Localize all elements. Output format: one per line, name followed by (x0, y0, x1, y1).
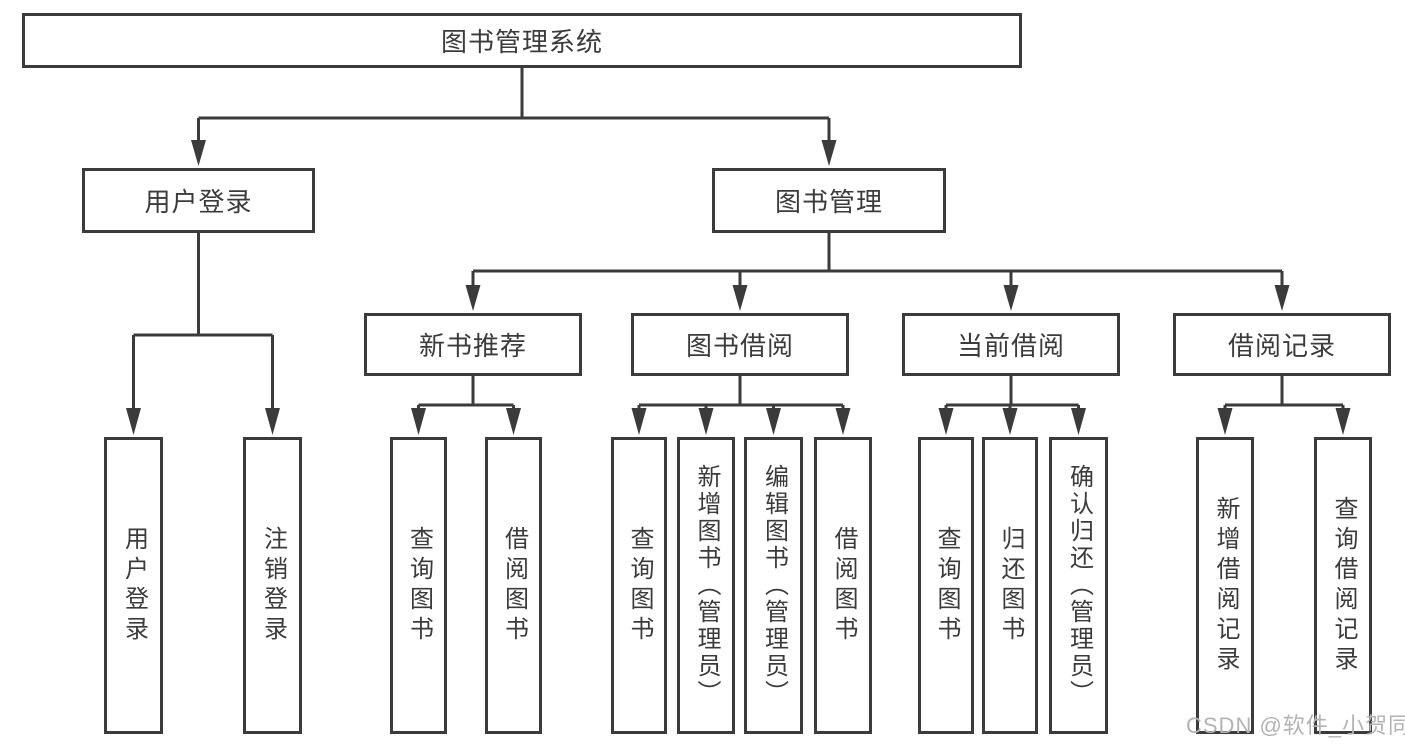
connector-current-borrow-to-leaves (938, 376, 1086, 435)
node-current-borrow: 当前借阅 (902, 313, 1120, 376)
leaf-bor-add-book-admin: 新增图书（管理员） (677, 437, 735, 734)
csdn-watermark: CSDN @软件_小贺同学 (1186, 713, 1405, 738)
leaf-bor-borrow-book: 借阅图书 (814, 437, 872, 734)
connector-new-book-rec-to-leaves (411, 376, 521, 435)
leaf-bor-query-book: 查询图书 (611, 437, 667, 734)
connector-borrow-records-to-leaves (1217, 376, 1351, 435)
leaf-bor-edit-book-admin: 编辑图书（管理员） (744, 437, 803, 734)
leaf-cur-return-book: 归还图书 (982, 437, 1038, 734)
leaf-logout: 注销登录 (243, 437, 302, 734)
leaf-log-query-record: 查询借阅记录 (1314, 437, 1372, 734)
node-book-mgmt: 图书管理 (712, 168, 946, 233)
connector-book-borrow-to-leaves (631, 376, 851, 435)
leaf-user-login: 用户登录 (104, 437, 163, 734)
leaf-rec-borrow-book: 借阅图书 (485, 437, 542, 734)
leaf-log-add-record: 新增借阅记录 (1196, 437, 1254, 734)
leaf-rec-query-book: 查询图书 (390, 437, 447, 734)
node-book-borrow: 图书借阅 (631, 313, 849, 376)
node-borrow-records: 借阅记录 (1173, 313, 1391, 376)
connector-book-mgmt-to-level3 (465, 233, 1290, 311)
connector-root-to-level2 (191, 68, 837, 166)
node-user-login: 用户登录 (82, 168, 315, 233)
leaf-cur-query-book: 查询图书 (918, 437, 974, 734)
connector-user-login-to-leaves (126, 233, 280, 435)
node-new-book-rec: 新书推荐 (364, 313, 582, 376)
leaf-cur-confirm-return-admin: 确认归还（管理员） (1049, 437, 1108, 734)
node-root-system: 图书管理系统 (22, 13, 1022, 68)
